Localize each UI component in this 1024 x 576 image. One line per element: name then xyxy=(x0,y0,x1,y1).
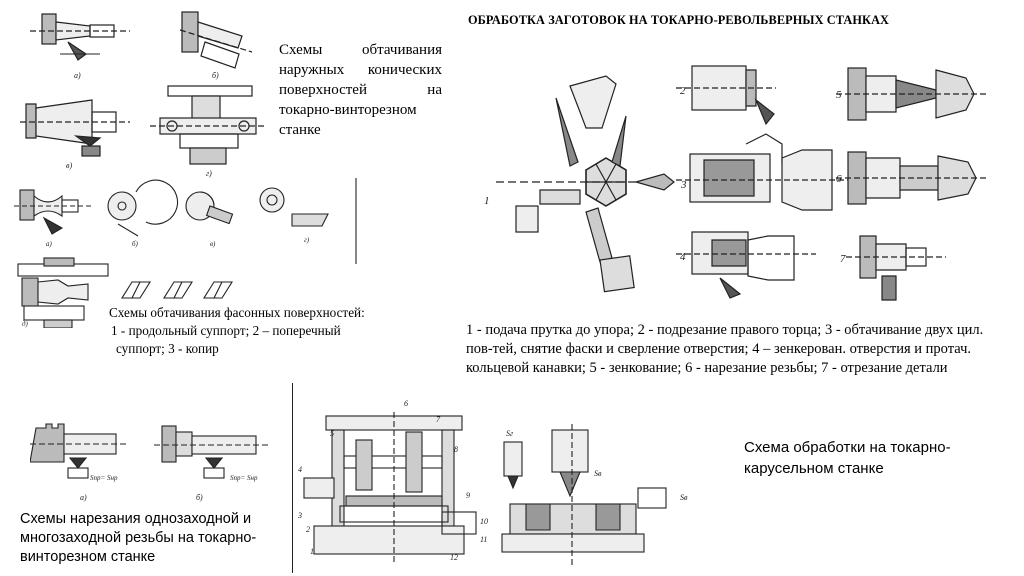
thread-scheme-b: Sпр= Sнр б) xyxy=(154,425,270,502)
svg-text:4: 4 xyxy=(298,465,302,474)
svg-text:2: 2 xyxy=(680,85,686,97)
turret-op-6: 6 xyxy=(836,151,986,205)
svg-text:д): д) xyxy=(22,320,29,328)
svg-text:Sв: Sв xyxy=(680,493,688,502)
turret-op-7: 7 xyxy=(840,235,946,301)
carousel-lathe-figure: 4 3 2 1 5 6 7 8 9 10 11 12 xyxy=(294,392,494,574)
svg-text:9: 9 xyxy=(466,491,470,500)
svg-text:8: 8 xyxy=(454,445,458,454)
svg-text:11: 11 xyxy=(480,535,487,544)
thread-schemes-caption: Схемы нарезания однозаходной и многозахо… xyxy=(20,511,257,565)
taper-scheme-b: б) xyxy=(179,11,253,80)
svg-text:а): а) xyxy=(80,493,87,502)
svg-text:6: 6 xyxy=(404,399,408,408)
taper-scheme-a: а) xyxy=(30,13,130,80)
svg-text:б): б) xyxy=(212,71,219,80)
svg-text:г): г) xyxy=(304,236,310,244)
shaped-scheme-g: г) xyxy=(259,187,329,244)
svg-text:б): б) xyxy=(132,240,139,248)
svg-text:7: 7 xyxy=(436,415,441,424)
turret-head: 1 xyxy=(484,75,676,293)
shaped-scheme-v: в) xyxy=(185,191,234,248)
svg-text:3: 3 xyxy=(297,511,302,520)
svg-text:а): а) xyxy=(46,240,53,248)
turret-op-3: 3 xyxy=(676,133,856,211)
turret-op-label: 1 xyxy=(484,195,490,207)
svg-text:12: 12 xyxy=(450,553,458,562)
shaped-caption-title: Схемы обтачивания фасонных поверхностей: xyxy=(109,305,365,320)
svg-text:в): в) xyxy=(210,240,216,248)
svg-text:6: 6 xyxy=(836,173,842,185)
svg-text:г): г) xyxy=(206,169,212,178)
svg-text:б): б) xyxy=(196,493,203,502)
turret-op-5: 5 xyxy=(836,67,986,121)
svg-text:5: 5 xyxy=(330,429,334,438)
taper-scheme-g: г) xyxy=(150,85,266,178)
thread-cutting-figure: Sпр= Sнр а) Sпр= Sнр б) xyxy=(30,418,280,508)
taper-scheme-v: в) xyxy=(20,99,130,170)
shaped-scheme-d: д) xyxy=(17,257,109,328)
svg-text:Sг: Sг xyxy=(506,429,513,438)
svg-text:5: 5 xyxy=(836,89,842,101)
svg-text:2: 2 xyxy=(306,525,310,534)
turret-legend: 1 - подача прутка до упора; 2 - подрезан… xyxy=(466,322,984,376)
svg-text:4: 4 xyxy=(680,251,686,263)
svg-text:3: 3 xyxy=(680,179,687,191)
turret-lathe-figure: 1 2 3 4 xyxy=(476,40,996,318)
carousel-caption: Схема обработки на токарно-карусельном с… xyxy=(744,439,951,477)
svg-text:1: 1 xyxy=(310,547,314,556)
carousel-scheme-figure: Sг Sв Sв xyxy=(490,420,700,570)
svg-text:а): а) xyxy=(74,71,81,80)
taper-turning-figure: а) б) в) г) xyxy=(20,8,270,180)
svg-text:10: 10 xyxy=(480,517,488,526)
shaped-surfaces-figure: а) б) в) г) д) xyxy=(14,178,364,328)
taper-schemes-caption: Схемы обтачивания наружных конических по… xyxy=(279,42,442,138)
svg-text:7: 7 xyxy=(840,253,846,265)
shaped-scheme-a: а) xyxy=(14,189,94,248)
divider-line xyxy=(292,383,293,573)
shaped-scheme-b: б) xyxy=(107,179,179,248)
shaped-caption-legend-2: суппорт; 3 - копир xyxy=(116,341,219,356)
turret-op-4: 4 xyxy=(676,231,816,299)
turret-op-2: 2 xyxy=(676,65,776,126)
svg-text:Sпр= Sнр: Sпр= Sнр xyxy=(230,474,258,482)
svg-text:в): в) xyxy=(66,161,72,170)
thread-scheme-a: Sпр= Sнр а) xyxy=(30,423,126,502)
shaped-caption-legend-1: 1 - продольный суппорт; 2 – поперечный xyxy=(111,323,341,338)
svg-text:Sпр= Sнр: Sпр= Sнр xyxy=(90,474,118,482)
slide-title: ОБРАБОТКА ЗАГОТОВОК НА ТОКАРНО-РЕВОЛЬВЕР… xyxy=(468,13,890,27)
svg-text:Sв: Sв xyxy=(594,469,602,478)
feed-diagrams xyxy=(121,281,233,299)
